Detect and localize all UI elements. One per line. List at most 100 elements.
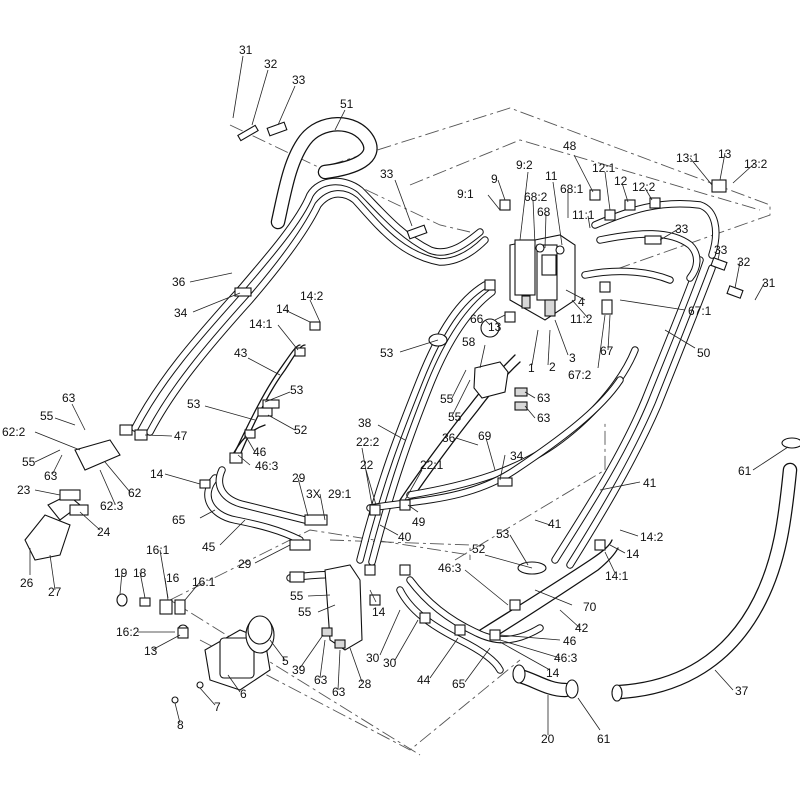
large-hoses (204, 117, 798, 700)
callout-12: 12 (614, 174, 628, 188)
callout-46-3: 46:3 (255, 459, 279, 473)
callout-70: 70 (583, 600, 597, 614)
callout-7: 7 (214, 700, 221, 714)
callout-9-1: 9:1 (457, 187, 474, 201)
callout-65: 65 (452, 677, 466, 691)
callout-49: 49 (412, 515, 426, 529)
callout-1: 1 (528, 361, 535, 375)
callout-13-1: 13:1 (676, 151, 700, 165)
callout-33: 33 (675, 222, 689, 236)
callout-30: 30 (383, 656, 397, 670)
callout-45: 45 (202, 540, 216, 554)
callout-62: 62 (128, 486, 142, 500)
callout-14: 14 (150, 467, 164, 481)
callout-46: 46 (253, 445, 267, 459)
callout-22-1: 22:1 (420, 458, 444, 472)
callout-55: 55 (448, 410, 462, 424)
callout-5: 5 (282, 654, 289, 668)
callout-39: 39 (292, 663, 306, 677)
callout-labels: 31 32 33 51 33 36 34 14:2 14 14:1 43 53 … (2, 43, 776, 746)
callout-55: 55 (440, 392, 454, 406)
callout-38: 38 (358, 416, 372, 430)
callout-29: 29 (238, 557, 252, 571)
callout-26: 26 (20, 576, 34, 590)
callout-33: 33 (292, 73, 306, 87)
callout-65: 65 (172, 513, 186, 527)
callout-53: 53 (290, 383, 304, 397)
callout-33: 33 (380, 167, 394, 181)
callout-13: 13 (718, 147, 732, 161)
callout-63: 63 (537, 391, 551, 405)
mount-bracket-28 (321, 564, 363, 651)
callout-3x: 3X (306, 487, 321, 501)
callout-69: 69 (478, 429, 492, 443)
callout-67: 67 (600, 344, 614, 358)
callout-43: 43 (234, 346, 248, 360)
callout-40: 40 (398, 530, 412, 544)
callout-41: 41 (548, 517, 562, 531)
callout-2: 2 (549, 360, 556, 374)
callout-36: 36 (172, 275, 186, 289)
callout-24: 24 (97, 525, 111, 539)
callout-30: 30 (366, 651, 380, 665)
coupler-bracket (24, 439, 121, 561)
callout-8: 8 (177, 718, 184, 732)
callout-61: 61 (597, 732, 611, 746)
callout-67-1: 67:1 (688, 304, 712, 318)
callout-50: 50 (697, 346, 711, 360)
callout-14: 14 (626, 547, 640, 561)
callout-36: 36 (442, 431, 456, 445)
callout-61: 61 (738, 464, 752, 478)
callout-68-1: 68:1 (560, 182, 584, 196)
callout-55: 55 (40, 409, 54, 423)
callout-29: 29 (292, 471, 306, 485)
callout-31: 31 (762, 276, 776, 290)
callout-19: 19 (114, 566, 128, 580)
callout-58: 58 (462, 335, 476, 349)
callout-63: 63 (314, 673, 328, 687)
callout-34: 34 (174, 306, 188, 320)
callout-41: 41 (643, 476, 657, 490)
callout-16-1: 16:1 (192, 575, 216, 589)
callout-11: 11 (545, 169, 558, 183)
callout-20: 20 (541, 732, 555, 746)
callout-13: 13 (488, 320, 502, 334)
callout-28: 28 (358, 677, 372, 691)
callout-51: 51 (340, 97, 354, 111)
callout-9: 9 (491, 172, 498, 186)
callout-16: 16 (166, 571, 180, 585)
callout-47: 47 (174, 429, 188, 443)
callout-53: 53 (380, 346, 394, 360)
callout-52: 52 (472, 542, 486, 556)
callout-63: 63 (62, 391, 76, 405)
callout-53: 53 (187, 397, 201, 411)
callout-46-3: 46:3 (554, 651, 578, 665)
callout-11-2: 11:2 (570, 312, 593, 326)
callout-12-2: 12:2 (632, 180, 656, 194)
callout-16-1: 16:1 (146, 543, 170, 557)
callout-32: 32 (737, 255, 751, 269)
callout-46: 46 (563, 634, 577, 648)
callout-12-1: 12:1 (592, 161, 616, 175)
callout-18: 18 (133, 566, 147, 580)
callout-68-2: 68:2 (524, 190, 548, 204)
callout-55: 55 (298, 605, 312, 619)
callout-62-3: 62:3 (100, 499, 124, 513)
callout-3: 3 (569, 351, 576, 365)
callout-66: 66 (470, 312, 484, 326)
valve-mount-plate (473, 318, 528, 411)
leader-lines (29, 55, 789, 735)
callout-37: 37 (735, 684, 749, 698)
callout-27: 27 (48, 585, 62, 599)
callout-32: 32 (264, 57, 278, 71)
callout-67-2: 67:2 (568, 368, 592, 382)
callout-68: 68 (537, 205, 551, 219)
callout-33: 33 (714, 243, 728, 257)
callout-22: 22 (360, 458, 374, 472)
control-valve-assembly (509, 234, 576, 321)
callout-14-1: 14:1 (249, 317, 273, 331)
callout-55: 55 (22, 455, 36, 469)
hydraulic-lines (131, 177, 720, 674)
callout-14-2: 14:2 (300, 289, 324, 303)
